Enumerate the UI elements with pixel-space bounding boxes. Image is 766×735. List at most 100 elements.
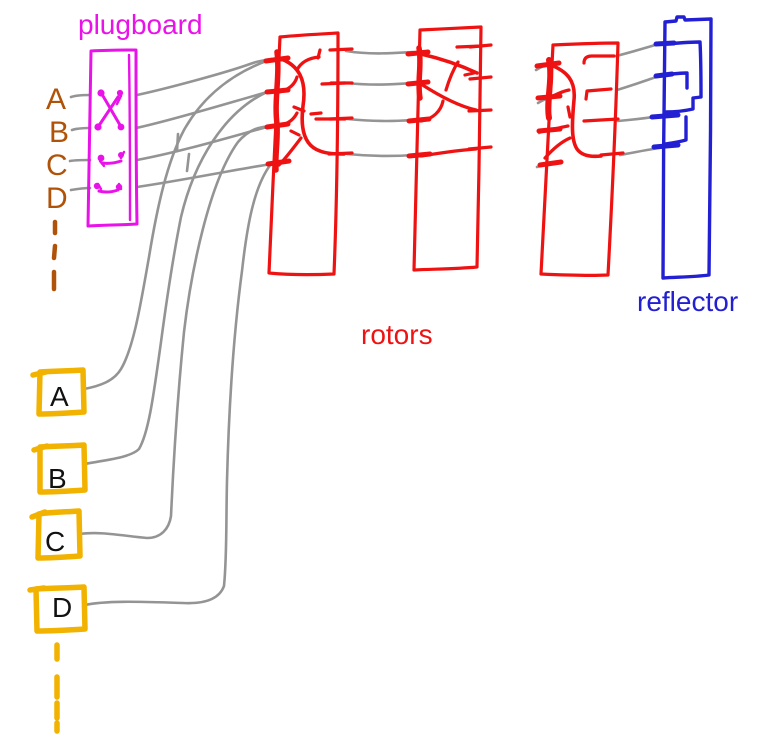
rotor3-contact-smear xyxy=(545,57,554,121)
wire-rotor1-rotor2-d xyxy=(345,152,416,158)
rotor1-wire-3to2-d xyxy=(320,81,347,86)
rotor2-wire-1to2 xyxy=(419,52,479,75)
wire-key-c xyxy=(78,124,272,540)
plug-d-left xyxy=(93,182,101,190)
rotor3-tick-out-1 xyxy=(582,54,616,65)
letters-ellipsis xyxy=(51,219,58,292)
wire-letter-c-stub xyxy=(68,158,92,163)
key-a-box xyxy=(36,367,87,417)
key-c-tab xyxy=(29,509,48,520)
key-letter-d: D xyxy=(52,592,72,623)
input-letter-c: C xyxy=(46,149,68,182)
wire-rotor1-rotor2-c xyxy=(345,117,415,123)
rotors-label: rotors xyxy=(361,319,433,350)
reflector-tick-1 xyxy=(653,40,677,47)
wire-plugboard-rotor1-d xyxy=(135,162,274,189)
reflector-group xyxy=(649,15,713,280)
wire-key-d xyxy=(83,162,273,607)
plug-tail-1 xyxy=(115,94,123,106)
keyboard-keys xyxy=(27,367,88,734)
rotor2-tick-in-2 xyxy=(405,79,431,87)
key-d-box xyxy=(33,584,88,634)
rotor1-wire-3to2-b xyxy=(292,105,306,113)
rotor3-tick-in-4 xyxy=(537,159,564,168)
rotor1-wire-2to1-b xyxy=(295,55,321,72)
rotor2-wire-3to1-c xyxy=(455,44,484,49)
rotor3-wire-2-hook xyxy=(566,105,572,119)
rotor2-tick-in-1 xyxy=(405,49,431,57)
rotor3-tick-in-2 xyxy=(535,93,563,101)
key-b-box xyxy=(37,442,88,495)
wire-fragment-2 xyxy=(185,152,191,173)
rotor3-wire-4-a xyxy=(543,136,572,160)
plugboard-cable-d xyxy=(97,188,120,194)
rotor2-tick-out-2 xyxy=(468,75,493,81)
plugboard-input-letters: A B C D xyxy=(46,83,69,215)
rotor1-wire-4to3-b xyxy=(289,129,301,137)
rotor2-wire-4to4 xyxy=(419,147,478,158)
plug-a-left xyxy=(97,89,105,97)
rotor1-wire-1to4 xyxy=(277,56,346,156)
rotor3-wire-3-a xyxy=(550,124,570,132)
rotor1-wire-2to1-a xyxy=(277,75,299,94)
wire-plugboard-rotor1-b xyxy=(134,89,273,130)
rotor1-wire-4to3-a xyxy=(277,136,303,167)
plug-c-left xyxy=(97,154,105,162)
key-letter-a: A xyxy=(50,381,69,412)
plugboard-label: plugboard xyxy=(78,9,203,40)
wire-key-b xyxy=(83,89,271,466)
rotor3-tick-out-3 xyxy=(582,117,620,123)
plug-tail-2 xyxy=(98,159,106,168)
wire-letter-a-stub xyxy=(69,93,92,99)
plug-b-left xyxy=(94,123,102,131)
input-letter-a: A xyxy=(46,83,66,116)
wire-rotor3-reflector-b xyxy=(615,74,662,92)
reflector-loop-1-3 xyxy=(662,40,703,114)
rotor3-wire-1to4 xyxy=(549,63,603,159)
key-d-tab xyxy=(27,585,47,593)
plugboard-box-inner-edge xyxy=(127,53,132,222)
rotor2-contact-smear xyxy=(416,45,423,101)
rotor3-wire-2-a xyxy=(549,88,571,99)
rotor3-tick-out-2 xyxy=(584,87,613,101)
plug-a-right xyxy=(116,89,124,97)
letters-ellipsis-dash-2 xyxy=(51,243,58,261)
plugboard-group xyxy=(86,48,139,228)
rotor1-wire-3to2-c xyxy=(309,111,323,116)
reflector-label: reflector xyxy=(637,286,738,317)
reflector-tick-4 xyxy=(651,142,681,150)
plugboard-cable-c xyxy=(100,159,123,165)
plugboard-box xyxy=(86,48,139,228)
reflector-tick-3 xyxy=(649,112,681,120)
reflector-loop-2-lower xyxy=(663,115,688,146)
rotor3-tick-out-4 xyxy=(599,151,625,157)
rotor-2 xyxy=(405,25,493,272)
key-a-tab xyxy=(30,369,49,378)
rotor1-contact-smear xyxy=(273,49,281,173)
input-letter-d: D xyxy=(46,182,68,215)
input-letter-b: B xyxy=(49,116,69,149)
wire-fragment-1 xyxy=(175,132,180,153)
rotor1-wire-3to2-a xyxy=(277,111,299,128)
plugboard-cable-b-to-a xyxy=(98,95,120,126)
wire-plugboard-rotor1-a xyxy=(135,57,273,97)
rotor2-wire-3to1-b xyxy=(444,60,460,92)
plugboard-cable-a-to-b xyxy=(101,94,122,127)
rotor1-tick-in-4 xyxy=(265,158,292,167)
plugboard-plugs xyxy=(93,89,125,191)
rotor2-wire-2to3 xyxy=(419,82,478,112)
wire-rotor1-rotor2-a xyxy=(344,49,415,55)
key-letters: A B C D xyxy=(45,381,72,623)
rotor-1 xyxy=(263,31,354,277)
wire-letter-b-stub xyxy=(70,126,92,132)
key-letter-b: B xyxy=(48,463,67,494)
wire-rotor3-reflector-a xyxy=(614,42,661,58)
rotor1-wire-2to1-hook xyxy=(316,48,322,60)
wire-key-a xyxy=(82,58,271,391)
plug-b-right xyxy=(117,123,125,131)
reflector-box xyxy=(661,15,713,280)
rotor-3 xyxy=(534,41,625,278)
key-letter-c: C xyxy=(45,526,65,557)
